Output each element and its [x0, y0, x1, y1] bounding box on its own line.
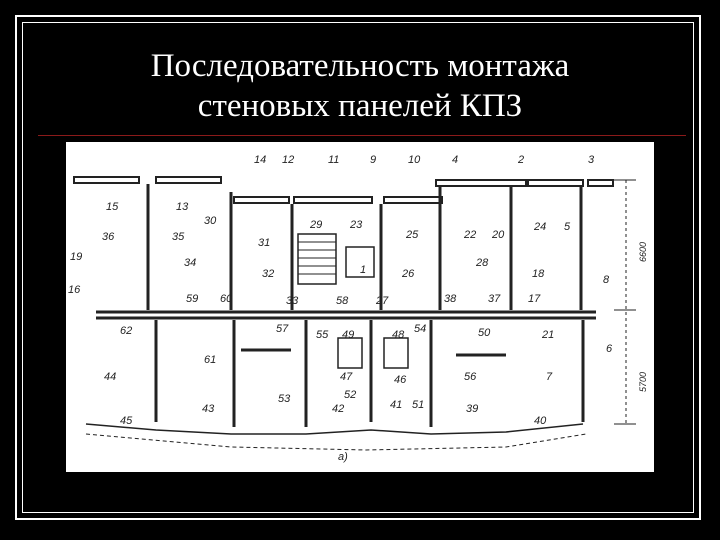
- panel-3-shape: [587, 179, 614, 187]
- panel-label: 57: [276, 323, 289, 335]
- slide-frame-inner: [22, 22, 694, 513]
- panel-label: 18: [532, 268, 545, 280]
- panel-label: 22: [463, 229, 476, 241]
- panel-label: 45: [120, 415, 133, 427]
- panel-13-shape: [155, 176, 222, 184]
- panel-label: 53: [278, 393, 291, 405]
- panel-label: 34: [184, 257, 196, 269]
- panel-label: 62: [120, 325, 132, 337]
- panel-label: 11: [328, 154, 339, 166]
- panel-label: 50: [478, 327, 491, 339]
- panel-label: 46: [394, 374, 407, 386]
- panel-label: 59: [186, 293, 198, 305]
- title-divider: [38, 135, 686, 136]
- elevator-shaft: [345, 246, 375, 278]
- panel-label: 40: [534, 415, 547, 427]
- panel-label: 30: [204, 215, 217, 227]
- panel-label: 27: [375, 295, 389, 307]
- panel-label: 31: [258, 237, 270, 249]
- panel-label: 21: [541, 329, 554, 341]
- title-line-1: Последовательность монтажа: [150, 48, 570, 84]
- panel-label: 4: [452, 154, 458, 166]
- outer-wall-bottom: [85, 423, 584, 435]
- floor-plan-image: 1 2 3 5 6 7 8 10 11 12 13 14 15 16 17 18…: [66, 142, 654, 472]
- panel-12-shape: [233, 196, 290, 204]
- dimension-lower: 5700: [638, 372, 648, 392]
- stair-block: [297, 233, 337, 285]
- panel-label: 41: [390, 399, 402, 411]
- panel-label: 42: [332, 403, 344, 415]
- panel-label: 25: [405, 229, 419, 241]
- panel-label: 9: [370, 154, 376, 166]
- panel-label: 1: [360, 264, 366, 276]
- panel-label: 49: [342, 329, 354, 341]
- panel-label: 48: [392, 329, 405, 341]
- slide-frame-outer: [15, 15, 701, 520]
- panel-label: 36: [102, 231, 115, 243]
- panel-label: 28: [475, 257, 489, 269]
- panel-label: 8: [603, 274, 610, 286]
- panel-label: 61: [204, 354, 216, 366]
- panel-label: 20: [491, 229, 505, 241]
- panel-label: 15: [106, 201, 119, 213]
- panel-label: 54: [414, 323, 426, 335]
- panel-label: 14: [254, 154, 266, 166]
- panel-label: 19: [70, 251, 82, 263]
- panel-label: 29: [309, 219, 322, 231]
- panel-label: 51: [412, 399, 424, 411]
- panel-label: 60: [220, 293, 233, 305]
- panel-2-shape: [527, 179, 584, 187]
- panel-label: 10: [408, 154, 421, 166]
- panel-labels: 1 2 3 5 6 7 8 10 11 12 13 14 15 16 17 18…: [68, 154, 613, 427]
- panel-label: 7: [546, 371, 553, 383]
- panel-label: 38: [444, 293, 457, 305]
- panel-label: 13: [176, 201, 189, 213]
- panel-label: 55: [316, 329, 329, 341]
- panel-label: 47: [340, 371, 353, 383]
- panel-label: 32: [262, 268, 274, 280]
- panel-label: 37: [488, 293, 501, 305]
- panel-label: 17: [528, 293, 541, 305]
- panel-label: 6: [606, 343, 613, 355]
- panel-label: 3: [588, 154, 595, 166]
- floor-plan-drawing: 1 2 3 5 6 7 8 10 11 12 13 14 15 16 17 18…: [68, 154, 648, 463]
- panel-label: 26: [401, 268, 415, 280]
- panel-10-shape: [383, 196, 443, 204]
- dimension-upper: 6600: [638, 242, 648, 262]
- panel-label: 39: [466, 403, 478, 415]
- title-line-2: стеновых панелей КПЗ: [197, 88, 523, 124]
- panel-15-shape: [73, 176, 140, 184]
- panel-label: 5: [564, 221, 571, 233]
- panel-label: 58: [336, 295, 349, 307]
- panel-label: 23: [349, 219, 363, 231]
- slide-title: Последовательность монтажа стеновых пане…: [40, 46, 680, 126]
- panel-label: 52: [344, 389, 356, 401]
- plan-caption: а): [338, 451, 348, 463]
- panel-label: 44: [104, 371, 116, 383]
- panel-label: 56: [464, 371, 477, 383]
- panel-label: 2: [517, 154, 524, 166]
- panel-label: 24: [533, 221, 546, 233]
- panel-11-shape: [293, 196, 373, 204]
- panel-label: 16: [68, 284, 81, 296]
- panel-label: 35: [172, 231, 185, 243]
- panel-label: 43: [202, 403, 215, 415]
- panel-label: 33: [286, 295, 299, 307]
- panel-label: 12: [282, 154, 294, 166]
- panel-4-shape: [435, 179, 527, 187]
